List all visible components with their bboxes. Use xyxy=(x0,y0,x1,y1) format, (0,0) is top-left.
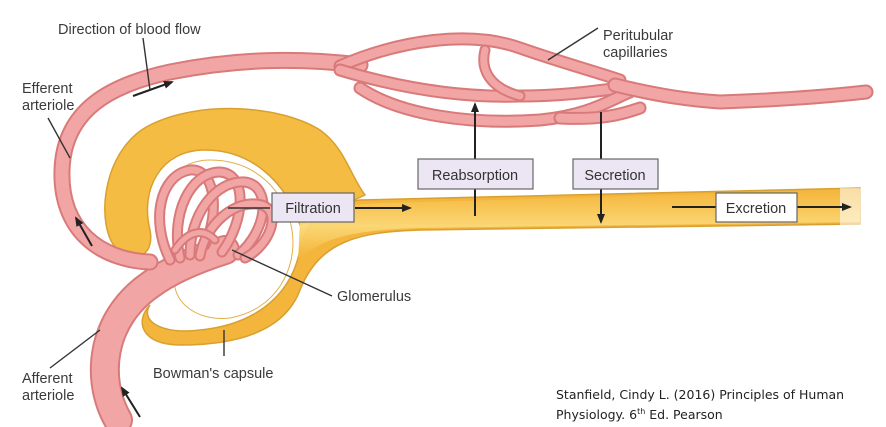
efferent-arteriole-label-2: arteriole xyxy=(22,98,74,114)
reabsorption-label: Reabsorption xyxy=(432,168,518,184)
afferent-arteriole-label-2: arteriole xyxy=(22,388,74,404)
efferent-arteriole-label-1: Efferent xyxy=(22,81,73,97)
peritubular-leader xyxy=(547,27,599,61)
peritubular-capillaries-label-1: Peritubular xyxy=(603,28,673,44)
citation-line-2-post: Ed. Pearson xyxy=(645,407,723,423)
secretion-label: Secretion xyxy=(584,168,645,184)
filtration-label: Filtration xyxy=(285,201,341,217)
blood-vessels xyxy=(53,32,874,427)
efferent-flow-arrow-icon xyxy=(75,216,93,247)
glomerulus-shape xyxy=(154,164,278,266)
afferent-leader xyxy=(49,329,101,369)
excretion-label: Excretion xyxy=(726,201,786,217)
glomerulus-leader xyxy=(231,249,333,297)
citation: Stanfield, Cindy L. (2016) Principles of… xyxy=(556,386,844,423)
efferent-leader xyxy=(47,117,71,159)
blood-flow-leader xyxy=(142,37,151,91)
blood-flow-arrow-icon xyxy=(132,80,174,97)
bowmans-capsule-label: Bowman's capsule xyxy=(153,366,273,382)
renal-tubule xyxy=(104,107,886,346)
filtration-box: Filtration xyxy=(271,192,355,223)
peritubular-capillaries-label-2: capillaries xyxy=(603,45,667,61)
citation-superscript: th xyxy=(637,407,646,416)
afferent-arteriole-label-1: Afferent xyxy=(22,371,73,387)
excretion-box: Excretion xyxy=(715,192,798,223)
peritubular-capillaries-shape xyxy=(333,32,874,128)
citation-line-2: Physiology. 6th Ed. Pearson xyxy=(556,403,844,423)
glomerulus-label: Glomerulus xyxy=(337,289,411,305)
citation-line-1: Stanfield, Cindy L. (2016) Principles of… xyxy=(556,387,845,402)
secretion-box: Secretion xyxy=(572,158,659,190)
citation-line-2-pre: Physiology. 6 xyxy=(556,407,638,423)
reabsorption-box: Reabsorption xyxy=(417,158,534,190)
afferent-flow-arrow-icon xyxy=(120,386,141,418)
direction-of-blood-flow-label: Direction of blood flow xyxy=(58,22,201,38)
leader-lines xyxy=(47,27,599,369)
